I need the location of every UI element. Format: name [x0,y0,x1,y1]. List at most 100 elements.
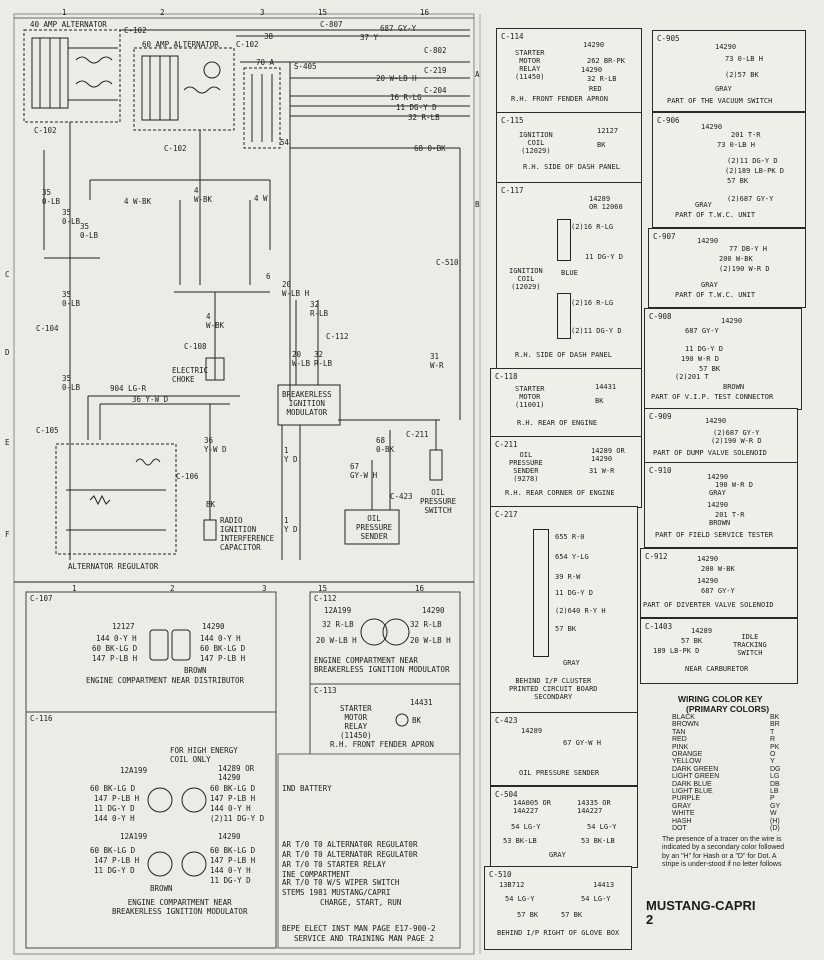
c113-caption: R.H. FRONT FENDER APRON [330,740,434,749]
c107-id: C-107 [30,594,53,603]
color-key-code: BK [770,714,780,721]
c905-part: 14290 [715,43,737,51]
c116-d1: 60 BK-LG D [210,846,256,855]
c117-name: IGNITION COIL (12029) [509,267,543,291]
color-key-code: GY [770,802,781,810]
c114-caption: R.H. FRONT FENDER APRON [511,95,608,103]
w20wlb: 20 W-LB H [282,280,310,298]
color-key-name: BLACK [672,714,695,721]
c115-name: IGNITION COIL (12029) [519,131,553,155]
c1403-caption: NEAR CARBURETOR [685,665,749,673]
c113-name: STARTER MOTOR RELAY (11450) [340,704,372,740]
w4wbk-c: 4 W-BK [206,312,225,330]
c908-brown: BROWN [723,383,745,391]
c907-id: C-907 [653,232,676,241]
c117-id: C-117 [501,186,524,195]
c108: C-108 [184,342,207,351]
c112-l1: 32 R-LB [322,620,354,629]
c117-w1: (2)16 R-LG [571,223,614,231]
oil-pressure-switch: OIL PRESSURE SWITCH [420,488,457,515]
c116-note: FOR HIGH ENERGY COIL ONLY [170,746,238,764]
c504-r1: 54 LG-Y [587,823,617,831]
c117-w3: (2)16 R-LG [571,299,614,307]
c912-w1: 200 W-BK [701,565,735,573]
w4wbk-a: 4 W-BK [124,197,152,206]
c115-wire: BK [597,141,606,149]
c114-id: C-114 [501,32,524,41]
c116-p1: 12A199 [120,766,148,775]
c906-part: 14290 [701,123,723,131]
c423-label: C-423 [390,492,413,501]
w6: 6 [266,272,271,281]
c910-gray: GRAY [709,489,726,497]
c908-w4: 57 BK [699,365,721,373]
radio-capacitor: RADIO IGNITION INTERFERENCE CAPACITOR [220,516,275,552]
c217-w5: (2)640 R-Y H [555,607,606,615]
electric-choke: ELECTRIC CHOKE [172,366,209,384]
w1y2: 1 Y D [284,516,298,534]
color-key-code: P [770,795,775,803]
w37: 37 Y [360,33,379,42]
c107-brown: BROWN [184,666,207,675]
connector-c118: C-118 14431 STARTER MOTOR (11001) BK R.H… [490,368,642,438]
w32b: 32 R-LB [314,350,333,368]
alt60-label: 60 AMP ALTERNATOR [142,40,219,49]
c104: C-104 [36,324,59,333]
c114-red: RED [589,85,602,93]
w20b: 20 W-LB [292,350,311,368]
c1403-name: IDLE TRACKING SWITCH [733,633,767,657]
c107-part2: 14290 [202,622,225,631]
color-key-name: DARK BLUE [672,780,712,788]
c107-r2: 60 BK-LG D [200,644,246,653]
color-key-code: LB [770,788,779,795]
c909-w2: (2)190 W-R D [711,437,762,445]
c504-r2: 53 BK-LB [581,837,615,845]
c116-a1: 60 BK-LG D [90,784,136,793]
c217-w6: 57 BK [555,625,577,633]
color-key-name: YELLOW [672,758,702,766]
c112-part2: 14290 [422,606,445,615]
c102-c: C-102 [34,126,57,135]
connector-c423: C-423 14289 67 GY-W H OIL PRESSURE SENDE… [490,712,638,786]
c217-w2: 654 Y-LG [555,553,589,561]
c107-r3: 147 P-LB H [200,654,246,663]
color-key-code: LG [770,773,780,781]
c504-l2: 53 BK-LB [503,837,537,845]
color-key-name: WHITE [672,810,695,818]
c504-l1: 54 LG-Y [511,823,541,831]
legend-4: AR T/0 T0 STARTER RELAY [282,860,386,869]
w4wbk-b: 4 W-BK [194,186,213,204]
c116-d2: 147 P-LB H [210,856,256,865]
c117-blue: BLUE [561,269,578,277]
alternator-regulator: ALTERNATOR REGULATOR [68,562,159,571]
c107-r1: 144 0-Y H [200,634,241,643]
c107-l2: 60 BK-LG D [92,644,138,653]
c510-p2: 14413 [593,881,615,889]
grid-col-16: 16 [420,8,430,17]
c102-d: C-102 [164,144,187,153]
c113-part: 14431 [410,698,433,707]
grid-row-f: F [5,530,10,539]
c217-plug [533,529,549,657]
c219: C-219 [424,66,447,75]
legend-2: AR T/0 T0 ALTERNAT0R REGULAT0R [282,840,418,849]
c116-p4: 14290 [218,832,241,841]
c908-w1: 687 GY-Y [685,327,719,335]
c211-label: C-211 [406,430,429,439]
w35e: 35 0-LB [62,374,81,392]
c116-b4: (2)11 DG-Y D [210,814,265,823]
oil-pressure-sender: OIL PRESSURE SENDER [356,514,393,541]
c907-w2: 200 W-BK [719,255,753,263]
c116-a2: 147 P-LB H [94,794,140,803]
w31: 31 W-R [430,352,444,370]
w36b: 36 Y-W D [204,436,227,454]
c114-w3: 32 R-LB [587,75,617,83]
w36a: 36 Y-W D [132,395,169,404]
c217-id: C-217 [495,510,518,519]
connector-c910: C-910 14290 190 W-R D GRAY 14290 201 T-R… [644,462,798,548]
c905-w1: 73 0-LB H [725,55,763,63]
c906-w4: (2)189 LB-PK D [725,167,785,175]
c909-id: C-909 [649,412,672,421]
c906-caption: PART OF T.W.C. UNIT [675,211,756,219]
